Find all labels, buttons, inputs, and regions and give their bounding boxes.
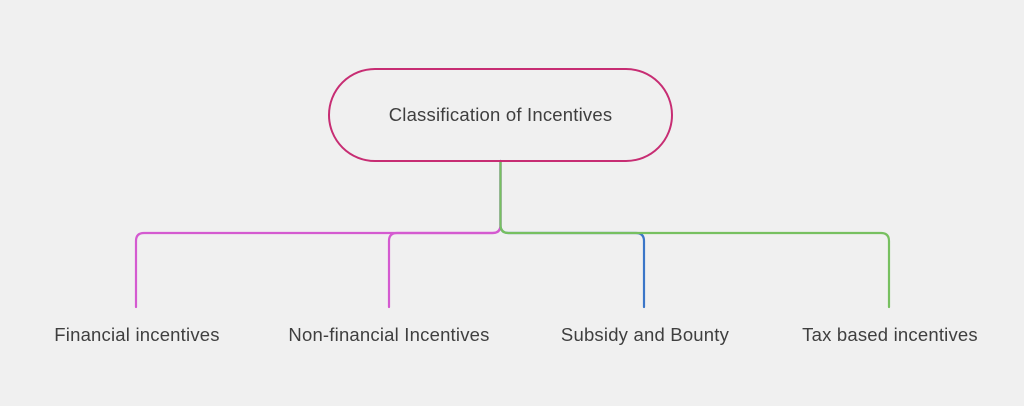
leaf-subsidy-and-bounty: Subsidy and Bounty bbox=[560, 324, 730, 345]
leaf-financial-incentives: Financial incentives bbox=[54, 324, 220, 345]
leaf-non-financial-incentives: Non-financial Incentives bbox=[288, 324, 490, 345]
leaf-tax-based-incentives: Tax based incentives bbox=[802, 324, 978, 345]
connector-non-financial-incentives bbox=[387, 159, 502, 309]
connector-tax-based-incentives bbox=[499, 159, 891, 309]
root-node: Classification of Incentives bbox=[328, 68, 673, 162]
root-node-label: Classification of Incentives bbox=[388, 104, 613, 125]
